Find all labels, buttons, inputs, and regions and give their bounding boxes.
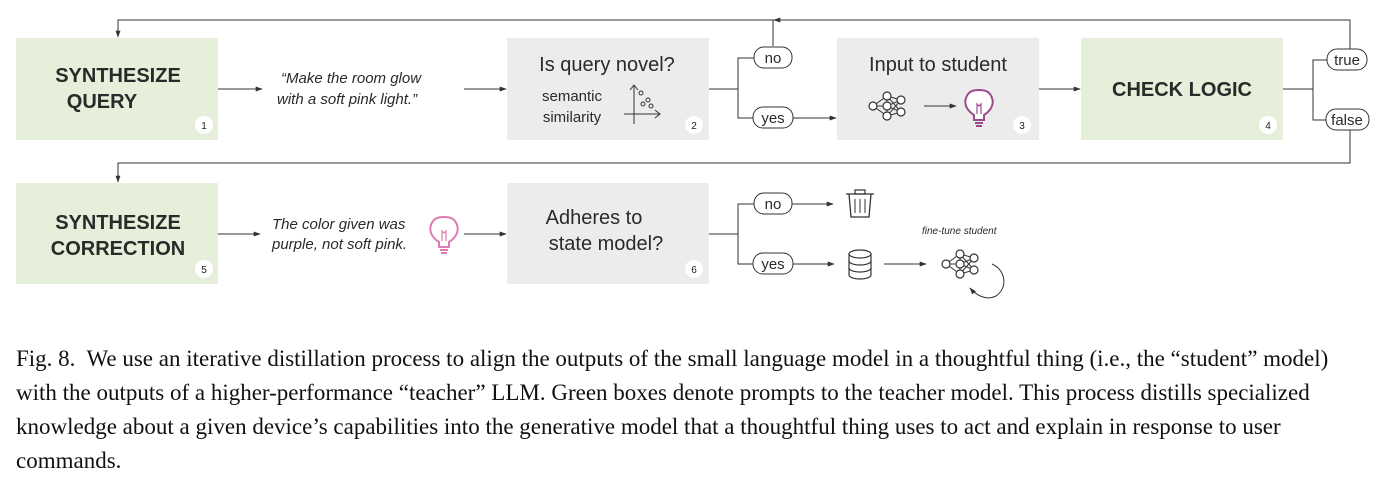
caption-text: We use an iterative distillation process… [16,346,1329,473]
neural-network-icon [941,249,979,279]
input-student-title: Input to student [869,54,1007,76]
adheres-line1: Adheres to [546,207,643,229]
adheres-state-model-box: Adheres to state model? 6 [507,183,709,284]
query-novel-title: Is query novel? [539,54,675,76]
synthesize-correction-box: SYNTHESIZE CORRECTION 5 [16,183,218,284]
edge-2-branch [709,57,754,119]
correction-example: The color given was purple, not soft pin… [271,215,459,254]
branch-yes-label-2: yes [761,256,784,273]
edge-6-branch [709,203,754,265]
synthesize-query-line2: QUERY [67,91,138,113]
synthesize-correction-line2: CORRECTION [51,238,185,260]
edge-4-branch [1283,59,1328,121]
caption-label: Fig. 8. [16,346,76,371]
check-logic-label: CHECK LOGIC [1112,79,1252,101]
distillation-diagram: SYNTHESIZE QUERY 1 “Make the room glow w… [16,17,1370,299]
step-number-6: 6 [691,265,697,276]
step-number-5: 5 [201,265,207,276]
query-novel-box: Is query novel? semantic similarity 2 [507,38,709,140]
branch-true-label: true [1334,52,1360,69]
similarity-label: similarity [543,109,602,126]
branch-yes-label: yes [761,110,784,127]
synthesize-query-line1: SYNTHESIZE [55,65,181,87]
branch-yes-pill: yes [752,106,794,129]
edge-false-to-5 [115,130,1351,183]
query-example-line1: “Make the room glow [281,70,422,87]
branch-no-pill: no [753,46,793,69]
semantic-label: semantic [542,88,603,105]
query-example: “Make the room glow with a soft pink lig… [277,70,422,108]
branch-no-label: no [765,50,782,67]
synthesize-correction-line1: SYNTHESIZE [55,212,181,234]
database-icon [848,249,872,280]
branch-yes-pill-2: yes [752,252,794,275]
fine-tune-label: fine-tune student [922,226,998,237]
loop-arrow-icon [969,263,1005,299]
figure-caption: Fig. 8. We use an iterative distillation… [16,342,1372,478]
correction-example-line1: The color given was [272,216,406,233]
step-number-4: 4 [1265,121,1271,132]
synthesize-query-box: SYNTHESIZE QUERY 1 [16,38,218,140]
branch-no-pill-2: no [753,192,793,215]
branch-false-label: false [1331,112,1363,129]
step-number-3: 3 [1019,121,1025,132]
branch-true-pill: true [1326,48,1368,71]
edge-true-loop-top [115,19,1351,57]
lightbulb-icon [964,88,994,127]
step-number-1: 1 [201,121,207,132]
lightbulb-icon [429,215,459,254]
input-student-box: Input to student 3 [837,38,1039,140]
step-number-2: 2 [691,121,697,132]
query-example-line2: with a soft pink light.” [277,91,418,108]
correction-example-line2: purple, not soft pink. [271,236,407,253]
branch-no-label-2: no [765,196,782,213]
scatter-plot-icon [624,84,661,124]
branch-false-pill: false [1325,108,1370,131]
adheres-line2: state model? [549,233,664,255]
trash-icon [846,189,874,218]
check-logic-box: CHECK LOGIC 4 [1081,38,1283,140]
